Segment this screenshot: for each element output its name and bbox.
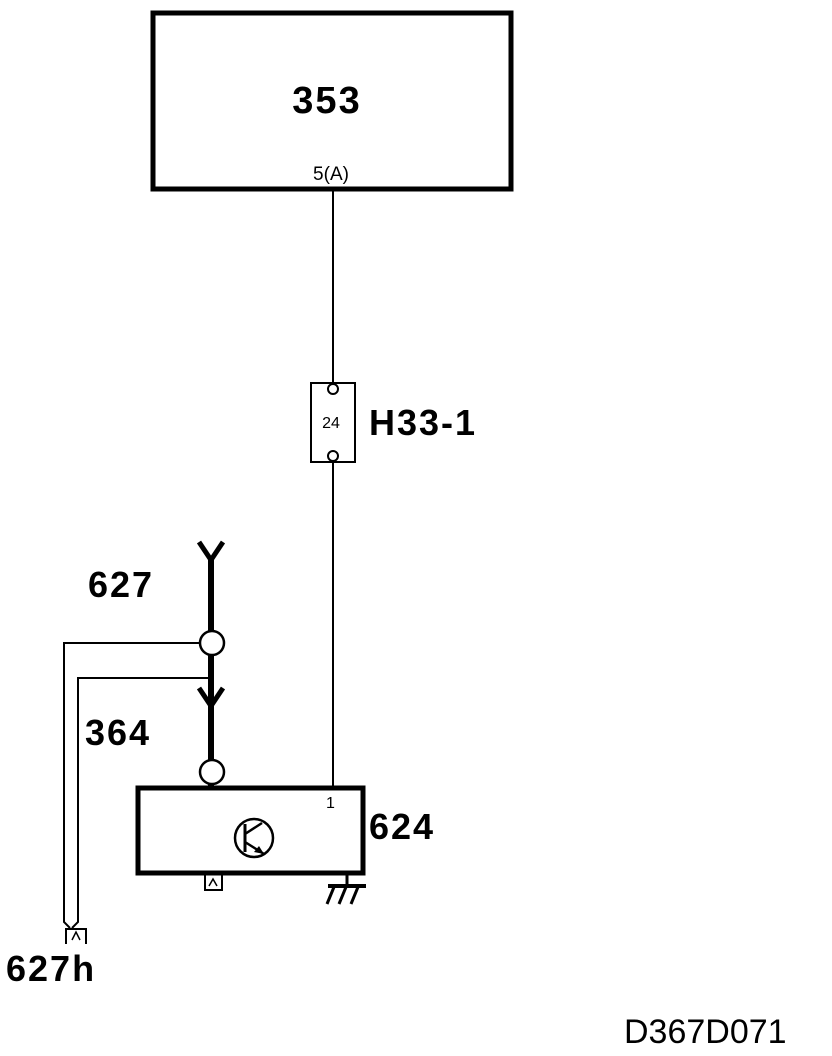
harness-364-splice-icon [198, 758, 226, 786]
diagram-code: D367D071 [624, 1013, 787, 1051]
connector-627h-pin-icon [71, 930, 81, 941]
connector-627h: 627h [6, 928, 96, 989]
module-624-pin-label: 1 [326, 795, 335, 812]
module-624-connector-icon [204, 875, 223, 891]
transistor-icon [233, 817, 275, 859]
module-624-connector-pin-icon [208, 877, 218, 887]
module-353-pin-label: 5(A) [313, 164, 349, 185]
connector-h33-terminal-top [327, 383, 339, 395]
harness-364-label: 364 [85, 712, 151, 753]
connector-h33-pin-label: 24 [322, 415, 340, 432]
wire-627-to-627h [63, 642, 200, 929]
wires-to-627h [63, 642, 211, 929]
module-353: 353 5(A) [150, 10, 514, 192]
harness-627-label: 627 [88, 564, 154, 605]
connector-h33-terminal-bottom [327, 450, 339, 462]
harness-627-fork-icon [196, 540, 226, 565]
module-353-box [150, 10, 514, 192]
module-624-box [135, 785, 366, 876]
harness-627-splice-icon [198, 629, 226, 657]
module-624-label: 624 [369, 806, 435, 847]
connector-h33-label: H33-1 [369, 402, 477, 443]
connector-627h-icon [65, 928, 87, 944]
harness-364-fork-icon [196, 686, 226, 711]
module-624: 1 624 [135, 785, 435, 891]
harness-trunk: 627 364 [85, 540, 226, 788]
connector-h33-1: 24 H33-1 [310, 382, 477, 463]
ground-icon [325, 873, 366, 905]
wire-364-to-627h [71, 677, 211, 929]
module-353-label: 353 [292, 80, 361, 122]
connector-627h-label: 627h [6, 948, 96, 989]
connector-h33-box [310, 382, 356, 463]
